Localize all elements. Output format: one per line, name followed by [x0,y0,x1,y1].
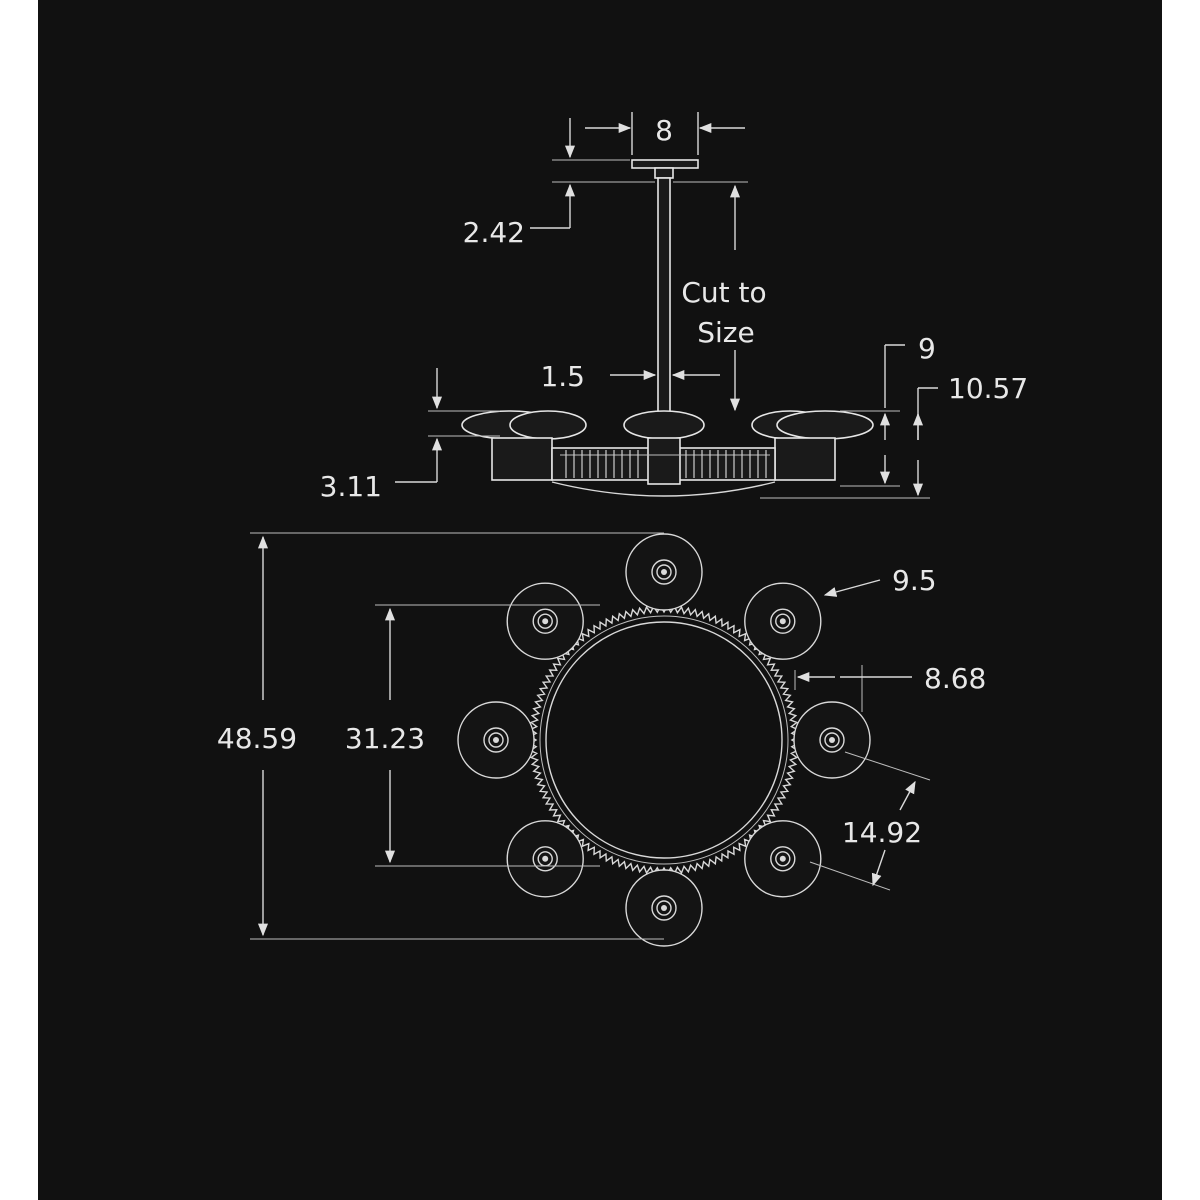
shade-top [625,533,703,611]
socket-ring [651,559,677,585]
end-block-left [491,437,553,481]
side-shades [461,410,874,440]
dim-overall-diameter: 48.59 [217,722,297,755]
socket-dot [661,905,667,911]
end-block-right [774,437,836,481]
socket-ring [770,608,796,634]
center-block [647,437,681,485]
side-shade [623,410,705,440]
socket-dot [661,569,667,575]
top-view: 48.59 31.23 9.5 8.68 14.92 [217,532,986,947]
side-body [491,437,836,497]
dim-stem-diameter: 1.5 [540,360,585,393]
shade-top [506,582,584,660]
shade-top [625,869,703,947]
socket-inner [775,851,791,867]
dim-arm-offset: 8.68 [924,662,986,695]
socket-ring [651,895,677,921]
stem [657,177,671,414]
socket-inner [775,613,791,629]
side-shade [509,410,587,440]
socket-ring [532,608,558,634]
socket-inner [656,900,672,916]
cage-bars [565,450,767,478]
dim-ring-diameter: 31.23 [345,722,425,755]
drawing-panel [38,0,1162,1200]
socket-ring [532,846,558,872]
bowl-bottom [551,481,776,497]
dim-canopy-width: 8 [655,114,673,147]
stem-note-line2: Size [697,316,754,349]
shade-top [744,820,822,898]
socket-dot [542,618,549,625]
socket-dot [779,855,786,862]
socket-dot [542,855,549,862]
dim-shade-height: 3.11 [320,470,382,503]
shade-top [793,701,871,779]
dim-overall-height: 10.57 [948,372,1028,405]
socket-ring [819,727,845,753]
dim-canopy-height: 2.42 [463,216,525,249]
shade-top [457,701,535,779]
stem-note-line1: Cut to [681,276,766,309]
dim-body-height: 9 [918,332,936,365]
socket-inner [656,564,672,580]
socket-ring [483,727,509,753]
shade-top [506,820,584,898]
canopy-plate [631,159,699,169]
socket-ring [770,846,796,872]
socket-dot [779,618,786,625]
side-shade [776,410,874,440]
dim-shade-spacing: 14.92 [842,816,922,849]
ring-serrated-edge [528,604,800,876]
socket-dot [493,737,499,743]
socket-inner [537,613,553,629]
ring-mid [539,615,789,865]
socket-inner [488,732,504,748]
ring-inner [545,621,783,859]
side-view: 8 2.42 Cut to Size 1.5 3.11 9 [320,112,1028,503]
top-shades [457,533,871,947]
socket-dot [829,737,835,743]
socket-inner [824,732,840,748]
canopy-cap [654,167,674,179]
dim-shade-diameter: 9.5 [892,564,937,597]
shade-top [744,582,822,660]
